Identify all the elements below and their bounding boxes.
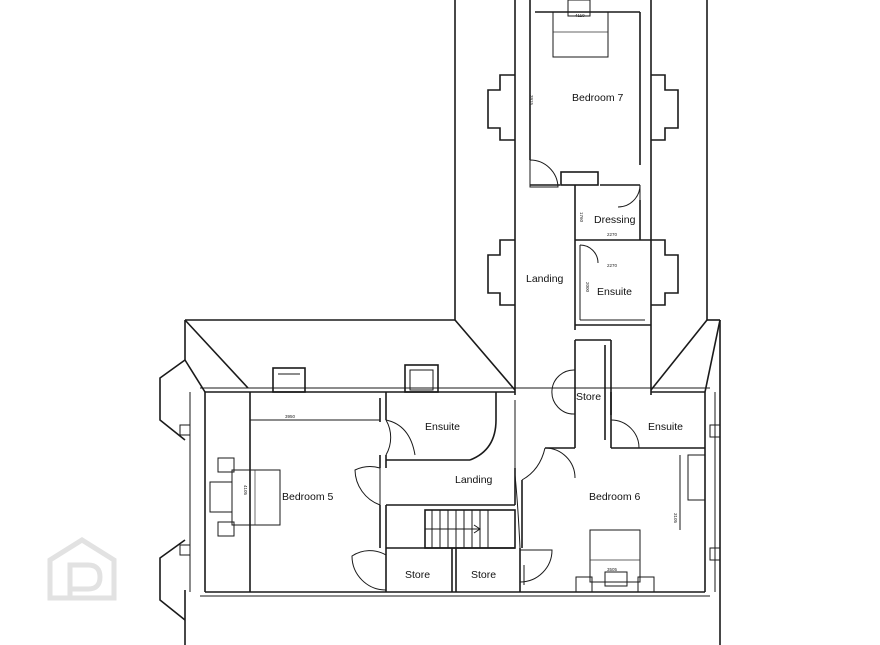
dim-ensuite-upper-depth: 2000 — [585, 282, 590, 293]
label-dressing: Dressing — [594, 214, 636, 226]
label-landing-upper: Landing — [526, 273, 564, 285]
bedroom-5-walls — [249, 392, 515, 592]
dim-bed6-width: 3505 — [607, 567, 618, 572]
label-store-mid: Store — [576, 391, 601, 403]
label-ensuite-left: Ensuite — [425, 421, 460, 433]
dim-dressing-width: 2270 — [607, 232, 618, 237]
store-and-ensuite-right — [551, 339, 706, 530]
dim-bed5-width: 3950 — [285, 414, 296, 419]
label-bedroom-7: Bedroom 7 — [572, 92, 624, 104]
landing-doors — [354, 400, 523, 549]
dim-bed6-depth: 3105 — [673, 513, 678, 524]
label-bedroom-6: Bedroom 6 — [589, 491, 641, 503]
side-bays — [159, 359, 721, 621]
label-bedroom-5: Bedroom 5 — [282, 491, 334, 503]
bed-5 — [209, 457, 281, 537]
label-ensuite-upper: Ensuite — [597, 286, 632, 298]
north-bay-windows — [487, 74, 679, 306]
dim-bed7-width: 4110 — [575, 13, 585, 18]
watermark-logo — [47, 537, 117, 601]
dim-bed5-depth: 4105 — [243, 485, 248, 496]
staircase — [424, 509, 516, 549]
label-ensuite-right: Ensuite — [648, 421, 683, 433]
label-landing-lower: Landing — [455, 474, 493, 486]
dormers — [272, 364, 439, 393]
label-store-left: Store — [405, 569, 430, 581]
bed-7 — [552, 0, 609, 58]
dim-dressing-depth: 1760 — [579, 212, 584, 223]
bed-6 — [575, 529, 655, 593]
stores-bottom — [351, 548, 553, 592]
ensuite-left-walls — [385, 392, 497, 461]
north-wing-walls — [454, 0, 708, 395]
chimney-breast — [560, 171, 599, 186]
label-store-right: Store — [471, 569, 496, 581]
main-outer-walls — [184, 319, 721, 645]
dim-ensuite-upper-width: 2270 — [607, 263, 618, 268]
north-doors — [529, 159, 641, 264]
bedroom-6-walls — [521, 440, 576, 481]
dim-bed7-depth: 3915 — [529, 95, 534, 106]
